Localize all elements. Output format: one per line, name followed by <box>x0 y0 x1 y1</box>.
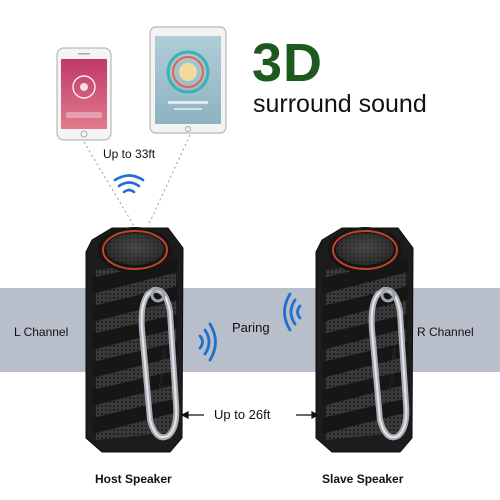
tablet-device <box>149 26 227 134</box>
wifi-icon <box>198 322 217 362</box>
pairing-label: Paring <box>232 320 270 335</box>
wifi-icon <box>113 174 145 194</box>
wifi-icon <box>283 292 302 332</box>
speaker-range-label: Up to 26ft <box>214 407 271 422</box>
slave-speaker-label: Slave Speaker <box>322 472 404 486</box>
channel-band <box>0 288 500 372</box>
range-arrows <box>180 411 320 419</box>
phone-device <box>56 47 112 141</box>
right-channel-label: R Channel <box>417 325 474 339</box>
title-3d: 3D <box>252 33 324 93</box>
carabiner-label: NOT FOR CLIMBING <box>158 347 168 395</box>
connection-lines <box>83 134 191 227</box>
host-speaker-label: Host Speaker <box>95 472 172 486</box>
host-speaker <box>85 227 184 453</box>
phone-range-label: Up to 33ft <box>103 147 156 161</box>
carabiner-label: NOT FOR CLIMBING <box>388 347 398 395</box>
subtitle: surround sound <box>253 90 427 118</box>
left-channel-label: L Channel <box>14 325 69 339</box>
slave-speaker <box>315 227 414 453</box>
